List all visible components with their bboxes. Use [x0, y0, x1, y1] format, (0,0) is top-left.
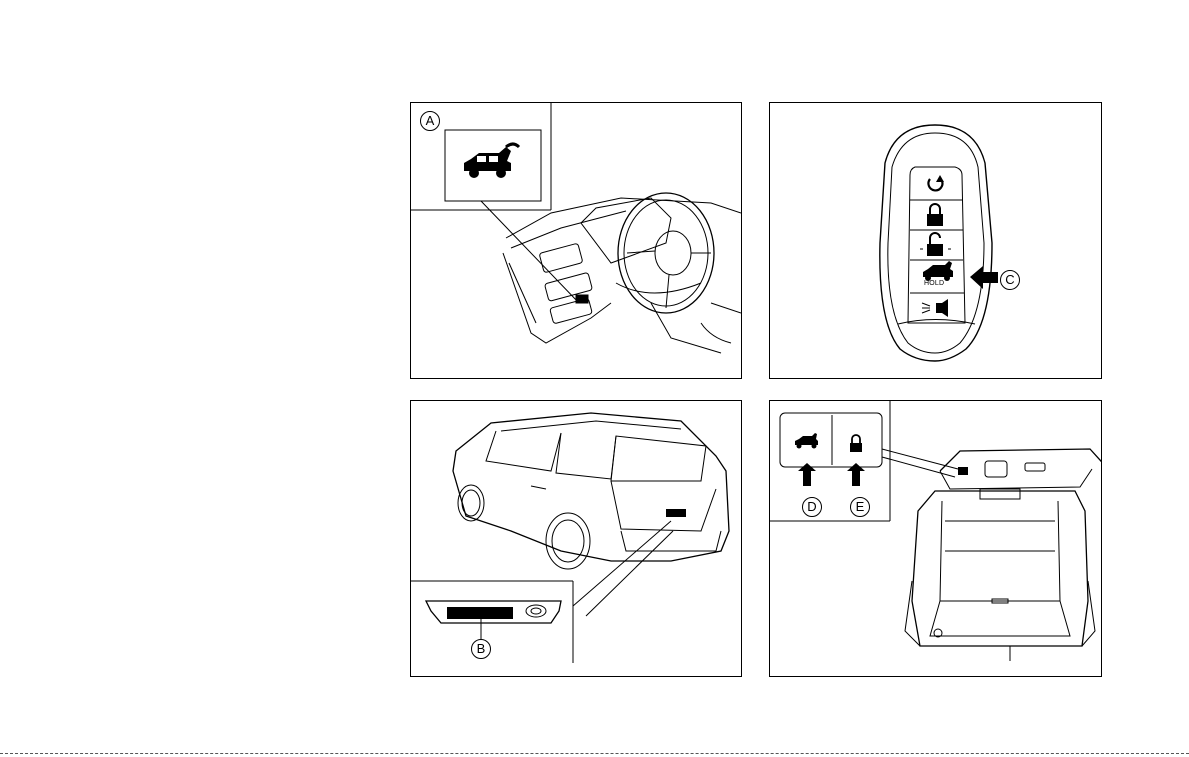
arrow-icon: [847, 463, 865, 486]
callout-c: C: [1000, 270, 1020, 290]
key-fob-illustration-panel: HOLD C: [769, 102, 1102, 379]
liftgate-interior-drawing: [770, 401, 1101, 676]
dashboard-illustration-panel: A: [410, 102, 742, 379]
callout-b: B: [471, 639, 491, 659]
arrow-icon: [798, 463, 816, 486]
key-fob-drawing: [770, 103, 1101, 378]
lock-icon: [852, 435, 860, 443]
rear-exterior-illustration-panel: B: [410, 400, 742, 677]
liftgate-car-icon: [795, 433, 818, 445]
liftgate-interior-illustration-panel: D E: [769, 400, 1102, 677]
hold-label: HOLD: [924, 280, 944, 287]
liftgate-car-icon: [411, 103, 741, 378]
callout-e: E: [850, 497, 870, 517]
callout-d: D: [802, 497, 822, 517]
page-footer-divider: [0, 753, 1189, 754]
rear-exterior-drawing: [411, 401, 741, 676]
arrow-icon: [970, 266, 998, 289]
